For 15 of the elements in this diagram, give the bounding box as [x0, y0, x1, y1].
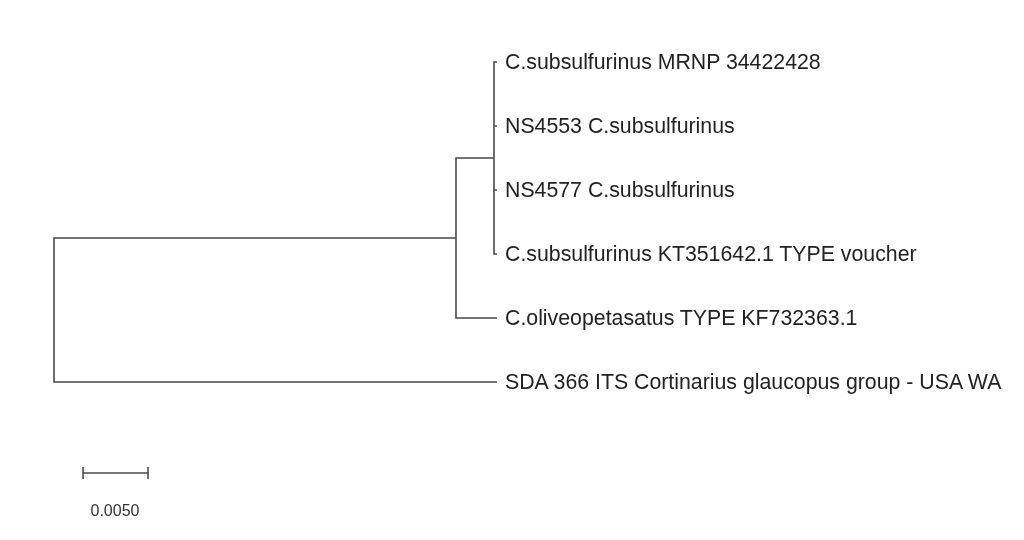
taxon-label: SDA 366 ITS Cortinarius glaucopus group - USA WA — [498, 370, 1002, 394]
taxon-label: NS4577 C.subsulfurinus — [498, 178, 735, 202]
taxon-label: C.subsulfurinus KT351642.1 TYPE voucher — [498, 242, 917, 266]
tree-branch — [455, 237, 498, 319]
tree-branch — [53, 237, 457, 311]
taxon-label: C.subsulfurinus MRNP 34422428 — [498, 50, 821, 74]
tree-branch — [493, 189, 498, 255]
tree-branch — [493, 61, 498, 127]
taxon-label: C.oliveopetasatus TYPE KF732363.1 — [498, 306, 858, 330]
tree-branch — [53, 309, 498, 383]
tree-branch — [493, 157, 498, 191]
tree-branch — [455, 157, 495, 239]
tree-branch — [493, 125, 498, 159]
taxon-label: NS4553 C.subsulfurinus — [498, 114, 735, 138]
scale-bar-label: 0.0050 — [90, 502, 140, 520]
